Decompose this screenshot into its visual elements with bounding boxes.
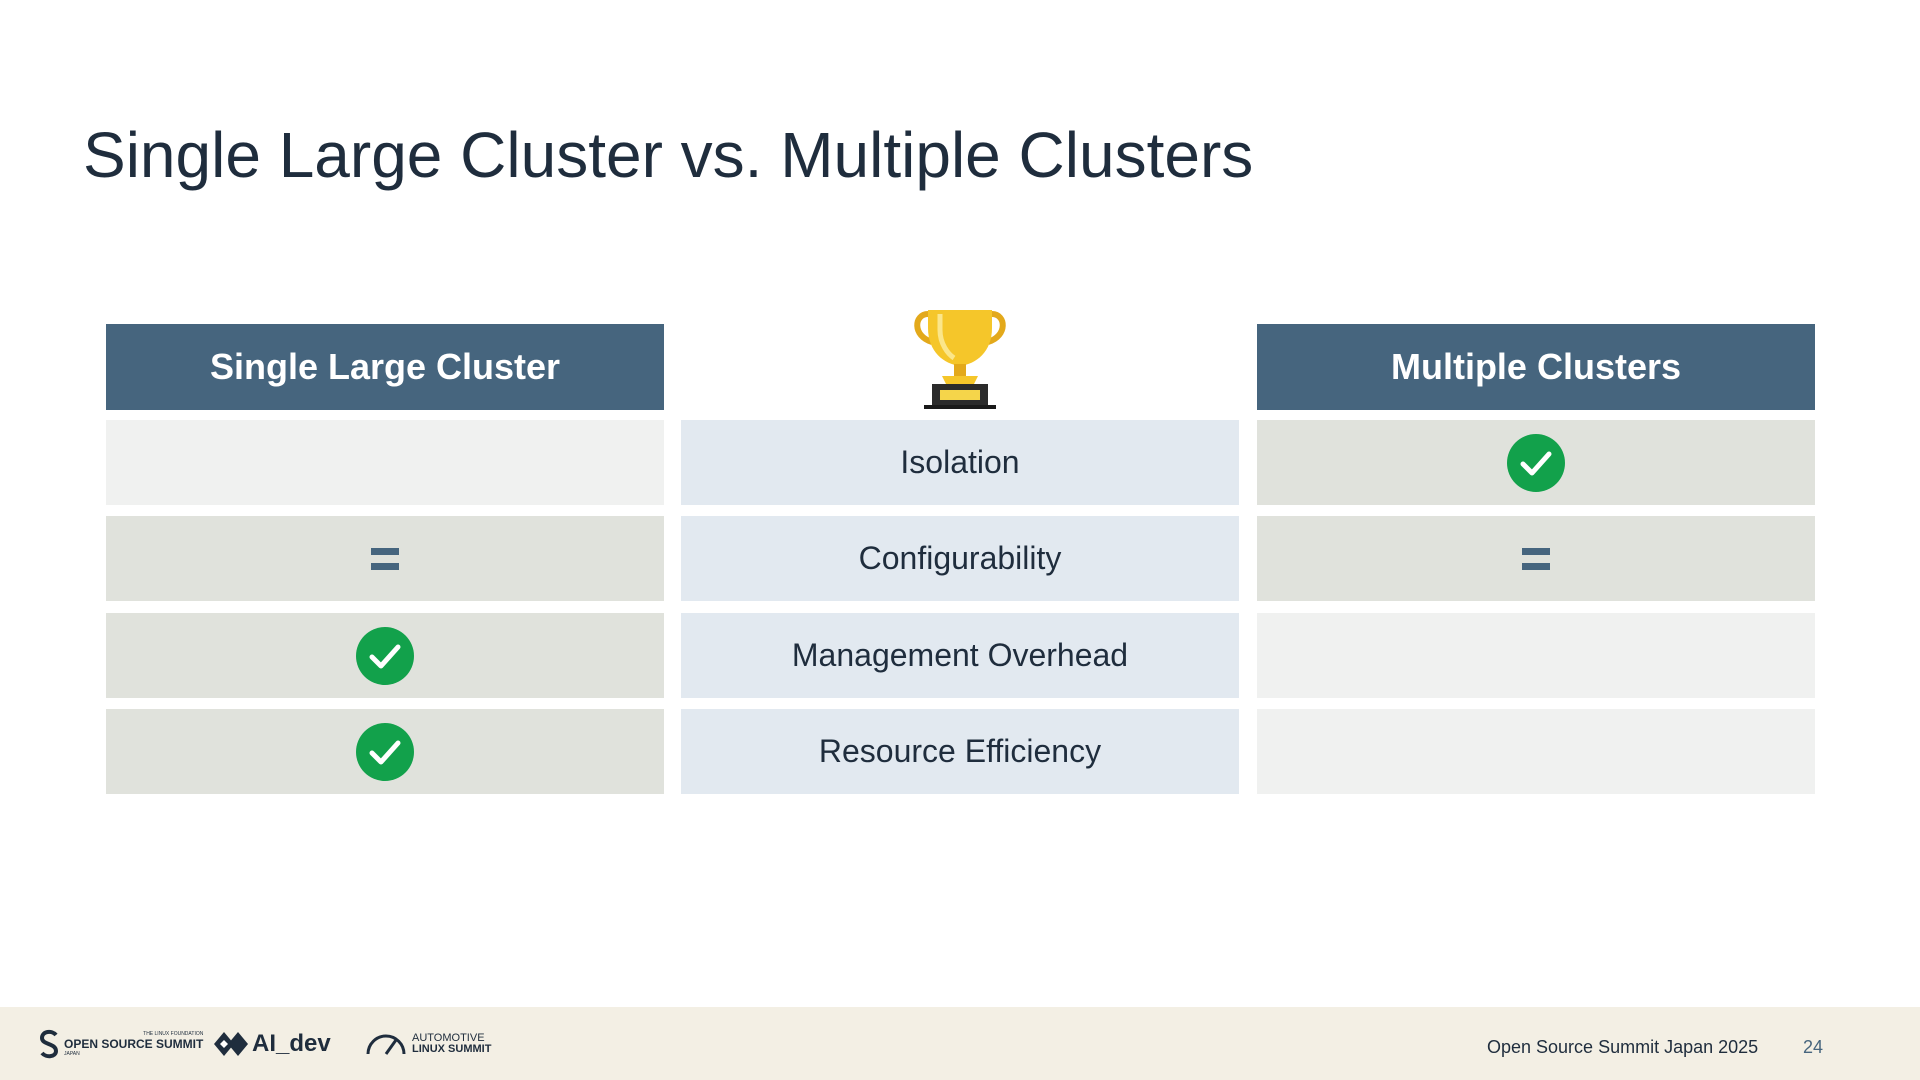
- check-icon: [356, 626, 414, 685]
- cell-resource-efficiency-multiple: [1257, 709, 1815, 794]
- ai-dev-diamond-icon: [214, 1032, 248, 1056]
- header-single-large-cluster: Single Large Cluster: [106, 324, 664, 410]
- header-multiple-clusters: Multiple Clusters: [1257, 324, 1815, 410]
- footer-bar: THE LINUX FOUNDATION OPEN SOURCE SUMMIT …: [0, 1007, 1920, 1080]
- cell-isolation-single: [106, 420, 664, 505]
- cell-management-overhead-multiple: [1257, 613, 1815, 698]
- speedometer-icon: [366, 1034, 406, 1055]
- check-icon: [1507, 433, 1565, 492]
- criterion-configurability: Configurability: [681, 516, 1239, 601]
- event-name: Open Source Summit Japan 2025: [1487, 1037, 1759, 1057]
- cell-configurability-multiple: [1257, 516, 1815, 601]
- criterion-isolation: Isolation: [681, 420, 1239, 505]
- page-number: 24: [1803, 1037, 1824, 1057]
- criterion-resource-efficiency: Resource Efficiency: [681, 709, 1239, 794]
- check-icon: [356, 722, 414, 781]
- cell-resource-efficiency-single: [106, 709, 664, 794]
- cell-management-overhead-single: [106, 613, 664, 698]
- slide-title: Single Large Cluster vs. Multiple Cluste…: [83, 119, 1254, 191]
- trophy-icon: [914, 310, 1006, 409]
- open-source-summit-logo: THE LINUX FOUNDATION OPEN SOURCE SUMMIT …: [38, 1027, 203, 1061]
- cell-configurability-single: [106, 516, 664, 601]
- equals-icon: [1522, 547, 1550, 570]
- equals-icon: [371, 547, 399, 570]
- criterion-management-overhead: Management Overhead: [681, 613, 1239, 698]
- automotive-linux-summit-logo: AUTOMOTIVE LINUX SUMMIT: [364, 1027, 491, 1061]
- oss-s-icon: [39, 1029, 59, 1059]
- cell-isolation-multiple: [1257, 420, 1815, 505]
- ai-dev-logo: AI_dev: [212, 1027, 331, 1061]
